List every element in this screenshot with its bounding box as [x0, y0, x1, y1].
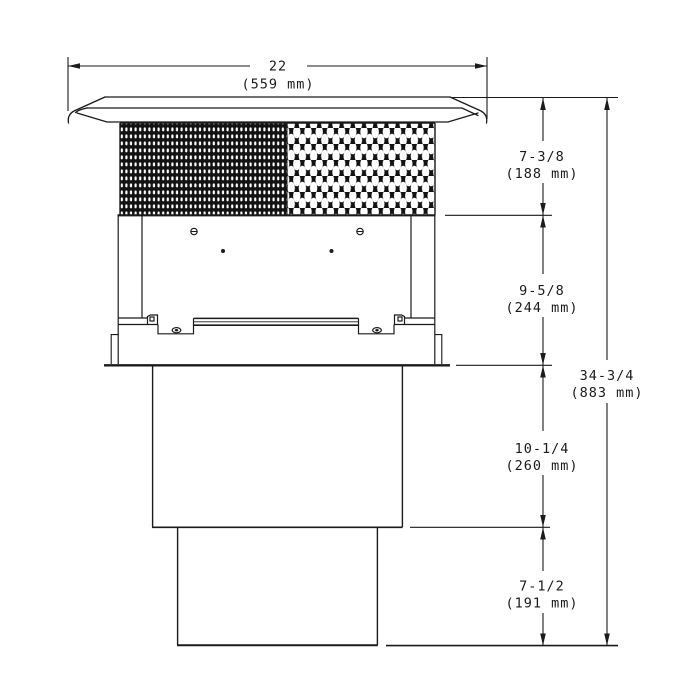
dim-screen-metric: (188 mm) [505, 166, 578, 182]
dim-lower-pipe-height: 7-1/2 (191 mm) [505, 527, 578, 646]
arrow-down-icon [540, 515, 546, 527]
hex-mesh-panel [287, 123, 435, 215]
dim-width: 22 (559 mm) [68, 59, 487, 93]
dim-upper-pipe-metric: (260 mm) [505, 458, 578, 474]
lower-pipe [176, 528, 379, 647]
clip-left-hole [149, 316, 155, 322]
clip-screw [372, 327, 382, 334]
arrow-down-icon [540, 203, 546, 215]
cap-mid-edge [86, 107, 479, 117]
arrow-up-icon [540, 365, 546, 378]
arrow-down-icon [540, 633, 546, 646]
arrow-left-icon [68, 63, 80, 69]
fine-mesh-panel [120, 123, 287, 215]
clip-left [146, 314, 159, 324]
arrow-up-icon [540, 98, 546, 110]
clip-right [393, 314, 406, 324]
cap-bottom-lip [76, 112, 479, 123]
dim-upper-pipe-height: 10-1/4 (260 mm) [505, 365, 578, 527]
cap-lid [67, 96, 488, 124]
band-left [118, 317, 158, 326]
dim-body-metric: (244 mm) [505, 300, 578, 316]
screw-head [190, 227, 198, 236]
dim-body-height: 9-5/8 (244 mm) [505, 215, 578, 365]
arrow-up-icon [604, 98, 610, 110]
dim-lower-pipe-inches: 7-1/2 [519, 579, 565, 595]
dim-width-inches: 22 [269, 59, 287, 75]
arrow-right-icon [475, 63, 487, 69]
base-rail [118, 314, 435, 335]
notch-left [157, 324, 195, 335]
dim-upper-pipe-inches: 10-1/4 [515, 441, 570, 457]
dim-lower-pipe-metric: (191 mm) [505, 596, 578, 612]
flange-step-left [110, 334, 118, 364]
dim-overall-inches: 34-3/4 [580, 368, 635, 384]
clip-screw [171, 327, 182, 334]
cap-mid-edge-left [74, 107, 88, 114]
screw-head [356, 227, 364, 236]
rivet-dot [329, 249, 334, 253]
dim-body-inches: 9-5/8 [519, 283, 565, 299]
flange [104, 334, 450, 367]
arrow-up-icon [540, 215, 546, 228]
dim-screen-inches: 7-3/8 [519, 149, 565, 165]
arrow-down-icon [540, 353, 546, 365]
dim-overall-height: 34-3/4 (883 mm) [570, 98, 643, 646]
dim-screen-height: 7-3/8 (188 mm) [505, 98, 578, 215]
arrow-down-icon [604, 633, 610, 646]
clip-right-hole [397, 316, 403, 322]
rivet-dot [221, 249, 225, 253]
dim-width-metric: (559 mm) [241, 77, 314, 93]
mesh-screen [119, 122, 436, 215]
notch-right [357, 324, 395, 335]
dim-overall-metric: (883 mm) [570, 385, 643, 401]
arrow-up-icon [540, 527, 546, 540]
mesh-outline [119, 122, 436, 215]
flange-step-right [435, 334, 443, 364]
cap-right-slope [449, 96, 488, 124]
upper-pipe [151, 366, 404, 529]
band-right [394, 317, 435, 326]
rail-endcaps [192, 318, 360, 326]
collar-box [117, 214, 436, 364]
cap-left-slope [67, 96, 106, 124]
